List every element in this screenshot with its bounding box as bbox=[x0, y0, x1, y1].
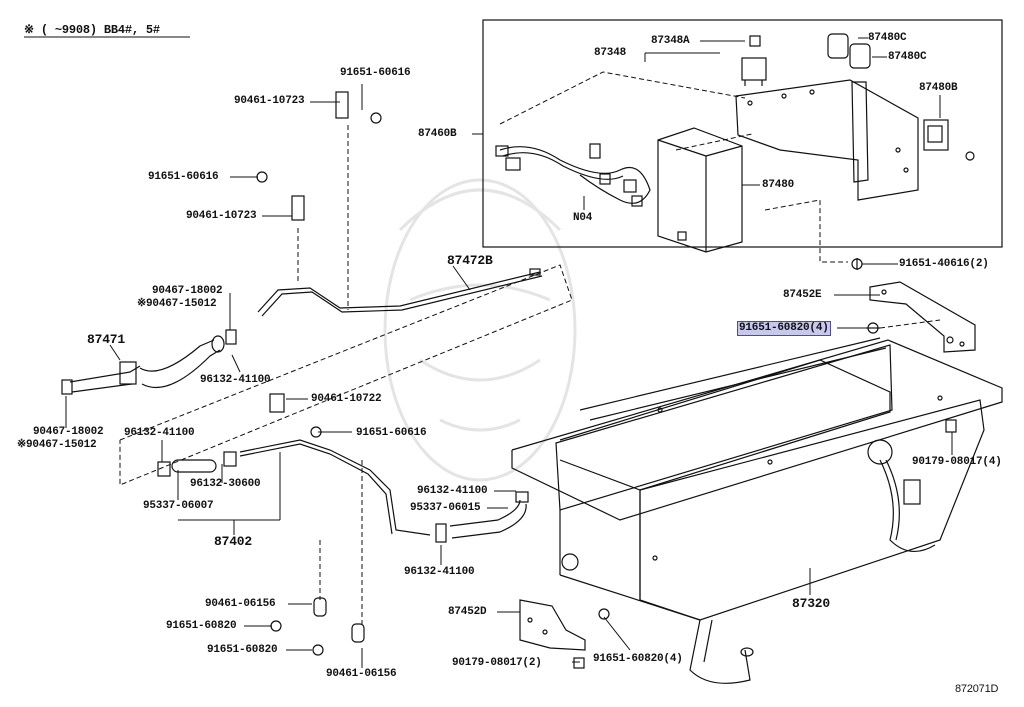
wire-harness-N04 bbox=[495, 143, 651, 207]
label-87472B: 87472B bbox=[447, 253, 493, 268]
label-87320: 87320 bbox=[792, 596, 831, 611]
label-90461-10722: 90461-10722 bbox=[311, 393, 382, 405]
label-96132-41100-a: 96132-41100 bbox=[200, 374, 271, 386]
label-87480: 87480 bbox=[762, 179, 795, 191]
label-87471: 87471 bbox=[87, 332, 126, 347]
leader-lines bbox=[65, 37, 953, 668]
label-87480B: 87480B bbox=[919, 82, 958, 94]
label-95337-06007: 95337-06007 bbox=[143, 500, 214, 512]
watermark-emblem bbox=[383, 178, 577, 482]
label-87460B: 87460B bbox=[418, 128, 457, 140]
label-96132-41100-c: 96132-41100 bbox=[417, 485, 488, 497]
label-87480C-1: 87480C bbox=[868, 32, 907, 44]
label-91651-60616-top: 91651-60616 bbox=[340, 67, 411, 79]
label-90179-08017-2: 90179-08017(2) bbox=[452, 657, 542, 669]
label-N04: N04 bbox=[573, 212, 593, 224]
label-96132-41100-d: 96132-41100 bbox=[404, 566, 475, 578]
label-87480C-2: 87480C bbox=[888, 51, 927, 63]
hose-87471 bbox=[61, 329, 237, 395]
label-90467-15012-top: ※90467-15012 bbox=[137, 298, 217, 310]
label-91651-60820-a: 91651-60820 bbox=[166, 620, 237, 632]
label-91651-60820-4: 91651-60820(4) bbox=[593, 653, 683, 665]
bracket-87452D bbox=[519, 599, 610, 669]
stud-90179-08017-right bbox=[945, 419, 957, 433]
relay-bracket bbox=[735, 79, 919, 201]
tank-87320 bbox=[511, 337, 1003, 684]
clamp-90461-06156-a bbox=[270, 597, 327, 632]
label-91651-40616-2: 91651-40616(2) bbox=[899, 258, 989, 270]
pipe-87402 bbox=[157, 393, 431, 536]
ecu-87480 bbox=[657, 127, 743, 253]
relay-87480B bbox=[923, 119, 975, 161]
label-90467-18002-top: 90467-18002 bbox=[152, 285, 223, 297]
label-87452D: 87452D bbox=[448, 606, 487, 618]
clamp-90461-06156-b bbox=[312, 623, 365, 656]
label-87348: 87348 bbox=[594, 47, 627, 59]
clamp-90461-10723-mid bbox=[256, 171, 305, 221]
clamp-90461-10723-top bbox=[335, 91, 382, 124]
pipe-87472B bbox=[257, 268, 543, 317]
diagram-id: 872071D bbox=[955, 683, 999, 695]
relay-87348 bbox=[741, 35, 767, 86]
label-90467-15012-bot: ※90467-15012 bbox=[17, 439, 97, 451]
label-91651-60616-mid: 91651-60616 bbox=[148, 171, 219, 183]
bracket-87452E bbox=[869, 281, 976, 353]
bolt-91651-40616 bbox=[851, 258, 863, 270]
label-95337-06015: 95337-06015 bbox=[410, 502, 481, 514]
label-91651-60820-4-highlighted[interactable]: 91651-60820(4) bbox=[737, 321, 831, 336]
bolt-91651-60820-upper bbox=[866, 322, 880, 334]
label-87402: 87402 bbox=[214, 534, 253, 549]
label-90467-18002-bot: 90467-18002 bbox=[33, 426, 104, 438]
label-96132-30600: 96132-30600 bbox=[190, 478, 261, 490]
label-91651-60616-low: 91651-60616 bbox=[356, 427, 427, 439]
relay-87480C bbox=[827, 33, 871, 69]
label-87348A: 87348A bbox=[651, 35, 690, 47]
label-90461-06156-b: 90461-06156 bbox=[326, 668, 397, 680]
label-90461-06156-a: 90461-06156 bbox=[205, 598, 276, 610]
label-90461-10723-top: 90461-10723 bbox=[234, 95, 305, 107]
label-90179-08017-4: 90179-08017(4) bbox=[912, 456, 1002, 468]
label-91651-60820-b: 91651-60820 bbox=[207, 644, 278, 656]
hose-95337-06015 bbox=[435, 491, 529, 543]
label-96132-41100-b: 96132-41100 bbox=[124, 427, 195, 439]
label-90461-10723-mid: 90461-10723 bbox=[186, 210, 257, 222]
header-note: ※ ( ~9908) BB4#, 5# bbox=[24, 23, 160, 37]
phantom-lines bbox=[119, 71, 941, 625]
label-87452E: 87452E bbox=[783, 289, 822, 301]
